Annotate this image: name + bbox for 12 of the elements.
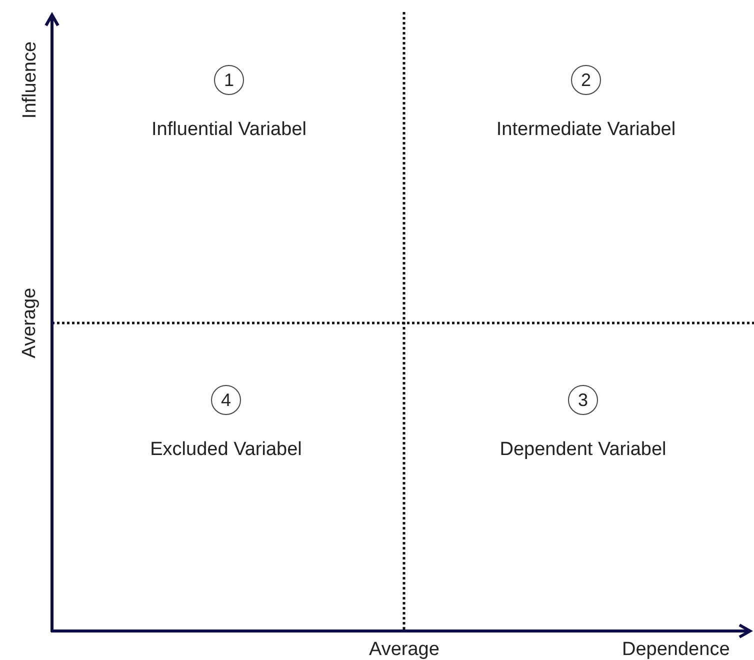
number-circle: 1 — [214, 65, 244, 95]
quadrant-label: Influential Variabel — [150, 118, 308, 142]
number-circle: 4 — [211, 385, 241, 415]
axis-label: Average — [19, 288, 42, 358]
quadrant-label: Intermediate Variabel — [495, 118, 677, 142]
number-circle: 2 — [571, 65, 601, 95]
number-circle: 3 — [568, 385, 598, 415]
axis-label: Influence — [19, 41, 42, 119]
axis-label: Dependence — [622, 639, 730, 660]
quadrant-label: Excluded Variabel — [149, 438, 303, 462]
quadrant-label: Dependent Variabel — [498, 438, 668, 462]
axis-label: Average — [369, 639, 440, 660]
